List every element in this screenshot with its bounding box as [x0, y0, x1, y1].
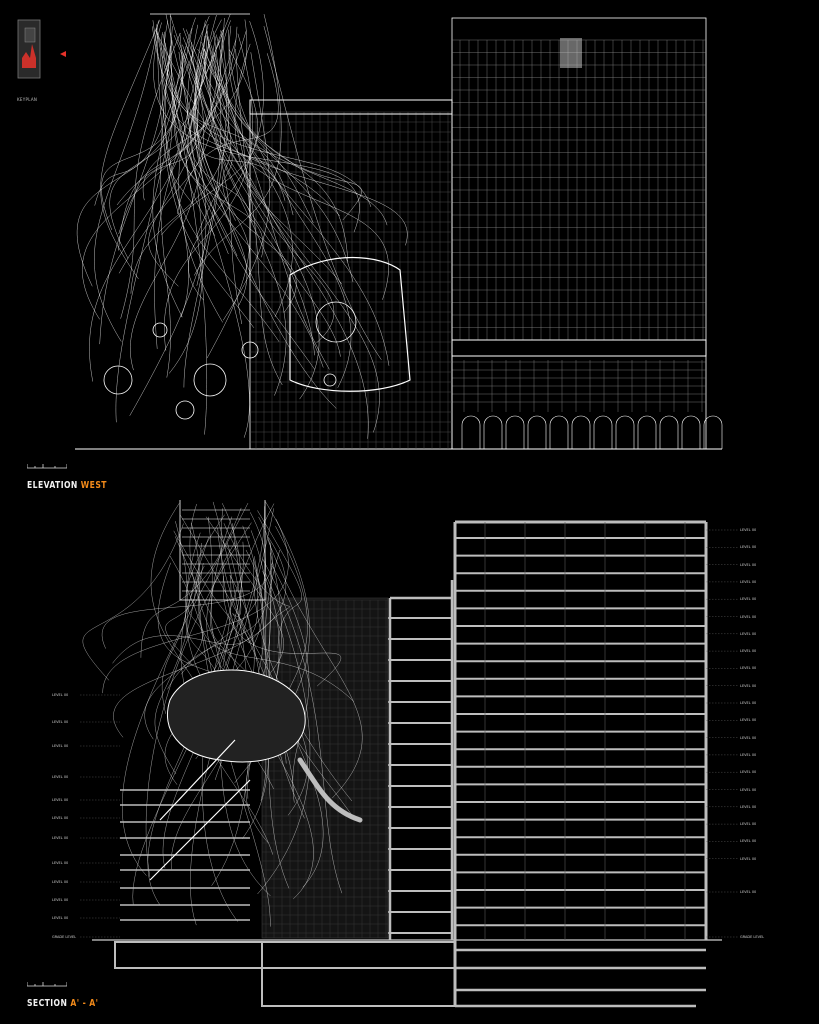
- section-left-floor-plates: [120, 789, 250, 921]
- tower-right-top-panel: [560, 38, 582, 68]
- section-left-tower-floors: [182, 509, 250, 592]
- level-marker-label: LEVEL 00: [740, 683, 757, 688]
- section-title-main: SECTION: [27, 998, 68, 1009]
- section-title: SECTION A' - A': [27, 998, 98, 1009]
- elevation-title: ELEVATION WEST: [27, 480, 107, 491]
- level-marker-label: LEVEL 00: [740, 752, 757, 757]
- level-marker-label: LEVEL 00: [740, 597, 757, 602]
- level-marker-label: LEVEL 00: [52, 720, 69, 724]
- tower-right-arches: [461, 415, 723, 449]
- key-plan-icon: [17, 19, 41, 79]
- tower-right-cornice: [451, 339, 707, 357]
- level-marker-label: LEVEL 00: [52, 836, 69, 840]
- tower-right-section-walls: [453, 520, 708, 1006]
- level-marker-label: LEVEL 00: [52, 861, 69, 865]
- level-marker-label: LEVEL 00: [740, 649, 757, 654]
- building-middle-cornice: [249, 99, 453, 115]
- elevation-organic-tendrils: [76, 14, 408, 439]
- level-marker-label: GRADE LEVEL: [740, 935, 765, 939]
- organic-pod-5: [323, 373, 337, 387]
- organic-pod-0: [103, 365, 133, 395]
- tower-right-outline: [451, 17, 707, 450]
- building-middle-elevation-backdrop: [261, 597, 389, 939]
- section-ramps: [149, 739, 251, 881]
- level-marker-label: LEVEL 00: [740, 579, 757, 584]
- level-marker-label: LEVEL 00: [740, 545, 757, 550]
- level-marker-label: LEVEL 00: [52, 898, 69, 902]
- level-marker-label: LEVEL 00: [52, 816, 69, 820]
- organic-pod-3: [175, 400, 195, 420]
- tower-right-base-grid: [452, 360, 706, 412]
- level-marker-label: GRADE LEVEL: [52, 935, 77, 939]
- tower-right-section-floors: [455, 537, 706, 927]
- elevation-title-main: ELEVATION: [27, 480, 78, 491]
- level-marker-label: LEVEL 00: [740, 735, 757, 740]
- level-marker-label: LEVEL 00: [740, 839, 757, 844]
- building-middle-section-grid: [262, 599, 388, 938]
- level-marker-label: LEVEL 00: [740, 770, 757, 775]
- middle-basement: [261, 941, 456, 1007]
- tower-right-basement: [455, 948, 706, 1008]
- tower-right-section-columns: [484, 522, 686, 940]
- level-marker-label: LEVEL 00: [740, 562, 757, 567]
- building-middle-window-grid: [250, 111, 452, 449]
- level-marker-label: LEVEL 00: [740, 856, 757, 861]
- tower-right-window-grid: [452, 39, 706, 340]
- left-basement: [114, 941, 263, 969]
- organic-pod-1: [193, 363, 227, 397]
- section-left-tower: [179, 500, 266, 601]
- elevation-scale-bar: [27, 464, 67, 469]
- building-middle-section-floors: [330, 617, 452, 934]
- organic-frame: [289, 256, 411, 392]
- section-organic-branch: [297, 757, 363, 823]
- key-plan-label: KEYPLAN: [17, 97, 38, 102]
- key-plan-marker-icon: [60, 51, 66, 57]
- building-middle-section-walls: [388, 580, 454, 940]
- level-marker-label: LEVEL 00: [740, 822, 757, 827]
- section-organic-mass: [166, 669, 306, 763]
- organic-pod-2: [315, 301, 357, 343]
- level-marker-label: LEVEL 00: [740, 787, 757, 792]
- level-marker-label: LEVEL 00: [740, 701, 757, 705]
- level-marker-label: LEVEL 00: [740, 718, 757, 723]
- section-scale-bar: [27, 982, 67, 987]
- level-marker-label: LEVEL 00: [740, 666, 757, 671]
- level-marker-label: LEVEL 00: [740, 890, 757, 894]
- organic-pod-6: [152, 322, 168, 338]
- level-marker-label: LEVEL 00: [52, 744, 69, 748]
- level-marker-label: LEVEL 00: [740, 614, 757, 619]
- level-marker-label: LEVEL 00: [52, 693, 69, 697]
- section-title-accent: A' - A': [70, 998, 99, 1009]
- organic-pod-4: [241, 341, 259, 359]
- level-marker-label: LEVEL 00: [52, 916, 69, 920]
- level-marker-label: LEVEL 00: [740, 631, 757, 636]
- level-marker-label: LEVEL 00: [740, 804, 757, 809]
- level-marker-label: LEVEL 00: [52, 798, 69, 802]
- level-marker-label: LEVEL 00: [740, 528, 757, 532]
- level-marker-label: LEVEL 00: [52, 880, 69, 884]
- level-marker-label: LEVEL 00: [52, 775, 69, 779]
- elevation-title-accent: WEST: [80, 480, 107, 491]
